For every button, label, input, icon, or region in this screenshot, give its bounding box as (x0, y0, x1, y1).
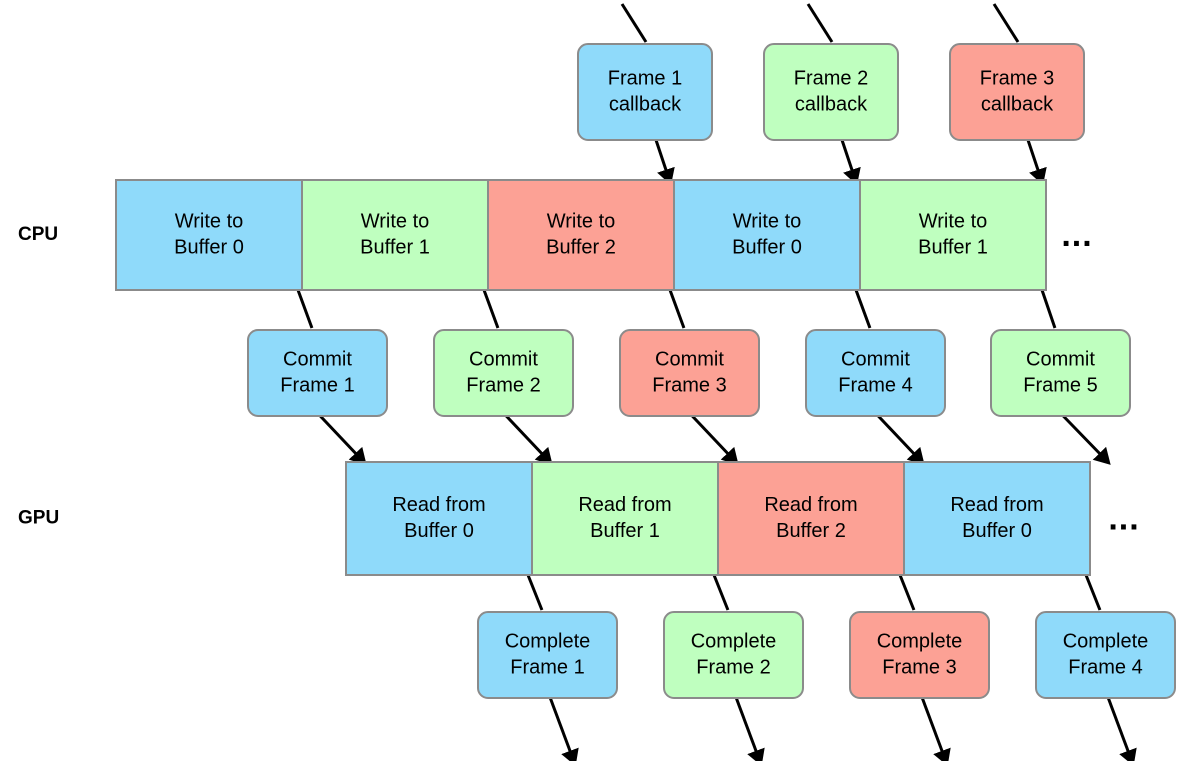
cpu-to-commit-line-2 (482, 289, 500, 329)
complete-label-3-line2: Frame 3 (882, 656, 956, 678)
gpu-to-complete-line-1 (526, 574, 544, 611)
complete-out-arrow-4 (1106, 697, 1137, 761)
gpu-segment-label-1-line2: Buffer 0 (404, 520, 474, 542)
commit-label-5-line2: Frame 5 (1023, 374, 1097, 396)
commit-label-3-line1: Commit (655, 348, 724, 370)
gpu-segment-2 (531, 461, 719, 576)
cpu-segment-2 (301, 179, 489, 291)
cpu-segment-label-1-line1: Write to (175, 210, 244, 232)
commit-to-gpu-arrow-4 (877, 414, 925, 465)
cpu-to-commit-line-1 (296, 289, 314, 329)
gpu-segment-label-2-line1: Read from (578, 494, 671, 516)
gpu-to-complete-line-3 (898, 574, 916, 611)
complete-label-1-line2: Frame 1 (510, 656, 584, 678)
complete-out-arrow-2 (734, 697, 765, 761)
gpu-segment-1 (345, 461, 533, 576)
commit-label-5-line1: Commit (1026, 348, 1095, 370)
callback-box-1 (577, 43, 713, 141)
cpu-segment-label-4-line2: Buffer 0 (732, 236, 802, 258)
commit-box-5 (990, 329, 1131, 417)
complete-box-1 (477, 611, 618, 699)
cpu-segment-4 (673, 179, 861, 291)
vsync-tick-1 (620, 3, 648, 43)
commit-to-gpu-arrow-5 (1062, 414, 1111, 465)
commit-label-3-line2: Frame 3 (652, 374, 726, 396)
box-layer (115, 43, 1176, 699)
callback-label-1-line1: Frame 1 (608, 67, 682, 89)
cpu-segment-label-5-line2: Buffer 1 (918, 236, 988, 258)
complete-label-2-line1: Complete (691, 630, 777, 652)
gpu-to-complete-line-2 (712, 574, 730, 611)
cpu-segment-3 (487, 179, 675, 291)
callback-to-cpu-arrow-3 (1026, 139, 1047, 186)
cpu-segment-5 (859, 179, 1047, 291)
callback-label-1-line2: callback (609, 93, 682, 115)
complete-box-3 (849, 611, 990, 699)
connector-layer (296, 3, 1137, 761)
commit-to-gpu-arrow-3 (691, 414, 739, 465)
cpu-segment-label-5-line1: Write to (919, 210, 988, 232)
gpu-segment-label-3-line2: Buffer 2 (776, 520, 846, 542)
cpu-to-commit-line-5 (1040, 289, 1057, 329)
callback-box-3 (949, 43, 1085, 141)
commit-label-2-line1: Commit (469, 348, 538, 370)
commit-box-1 (247, 329, 388, 417)
vsync-tick-2 (806, 3, 834, 43)
complete-label-3-line1: Complete (877, 630, 963, 652)
gpu-segment-3 (717, 461, 905, 576)
callback-label-3-line2: callback (981, 93, 1054, 115)
complete-box-2 (663, 611, 804, 699)
complete-box-4 (1035, 611, 1176, 699)
gpu-segment-label-3-line1: Read from (764, 494, 857, 516)
callback-label-3-line1: Frame 3 (980, 67, 1054, 89)
cpu-segment-label-2-line2: Buffer 1 (360, 236, 430, 258)
commit-to-gpu-arrow-1 (319, 414, 367, 465)
commit-box-3 (619, 329, 760, 417)
commit-label-1-line2: Frame 1 (280, 374, 354, 396)
gpu-lane-label: GPU (18, 508, 59, 529)
commit-label-4-line2: Frame 4 (838, 374, 912, 396)
callback-box-2 (763, 43, 899, 141)
complete-out-arrow-3 (920, 697, 951, 761)
complete-label-1-line1: Complete (505, 630, 591, 652)
cpu-segment-label-4-line1: Write to (733, 210, 802, 232)
gpu-continuation-ellipsis: ... (1108, 499, 1139, 537)
cpu-lane-label: CPU (18, 224, 58, 245)
callback-label-2-line2: callback (795, 93, 868, 115)
gpu-segment-label-4-line2: Buffer 0 (962, 520, 1032, 542)
commit-label-4-line1: Commit (841, 348, 910, 370)
callback-label-2-line1: Frame 2 (794, 67, 868, 89)
vsync-tick-3 (992, 3, 1020, 43)
cpu-segment-label-3-line1: Write to (547, 210, 616, 232)
cpu-to-commit-line-3 (668, 289, 686, 329)
cpu-to-commit-line-4 (854, 289, 872, 329)
commit-to-gpu-arrow-2 (505, 414, 553, 465)
commit-box-2 (433, 329, 574, 417)
complete-label-4-line2: Frame 4 (1068, 656, 1142, 678)
cpu-segment-label-3-line2: Buffer 2 (546, 236, 616, 258)
callback-to-cpu-arrow-1 (654, 139, 675, 186)
cpu-segment-1 (115, 179, 303, 291)
gpu-segment-label-2-line2: Buffer 1 (590, 520, 660, 542)
gpu-to-complete-line-4 (1084, 574, 1102, 611)
gpu-segment-label-1-line1: Read from (392, 494, 485, 516)
cpu-segment-label-1-line2: Buffer 0 (174, 236, 244, 258)
cpu-continuation-ellipsis: ... (1061, 216, 1092, 254)
cpu-segment-label-2-line1: Write to (361, 210, 430, 232)
complete-out-arrow-1 (548, 697, 579, 761)
callback-to-cpu-arrow-2 (840, 139, 861, 186)
commit-label-1-line1: Commit (283, 348, 352, 370)
complete-label-4-line1: Complete (1063, 630, 1149, 652)
gpu-segment-4 (903, 461, 1091, 576)
commit-label-2-line2: Frame 2 (466, 374, 540, 396)
gpu-segment-label-4-line1: Read from (950, 494, 1043, 516)
complete-label-2-line2: Frame 2 (696, 656, 770, 678)
commit-box-4 (805, 329, 946, 417)
